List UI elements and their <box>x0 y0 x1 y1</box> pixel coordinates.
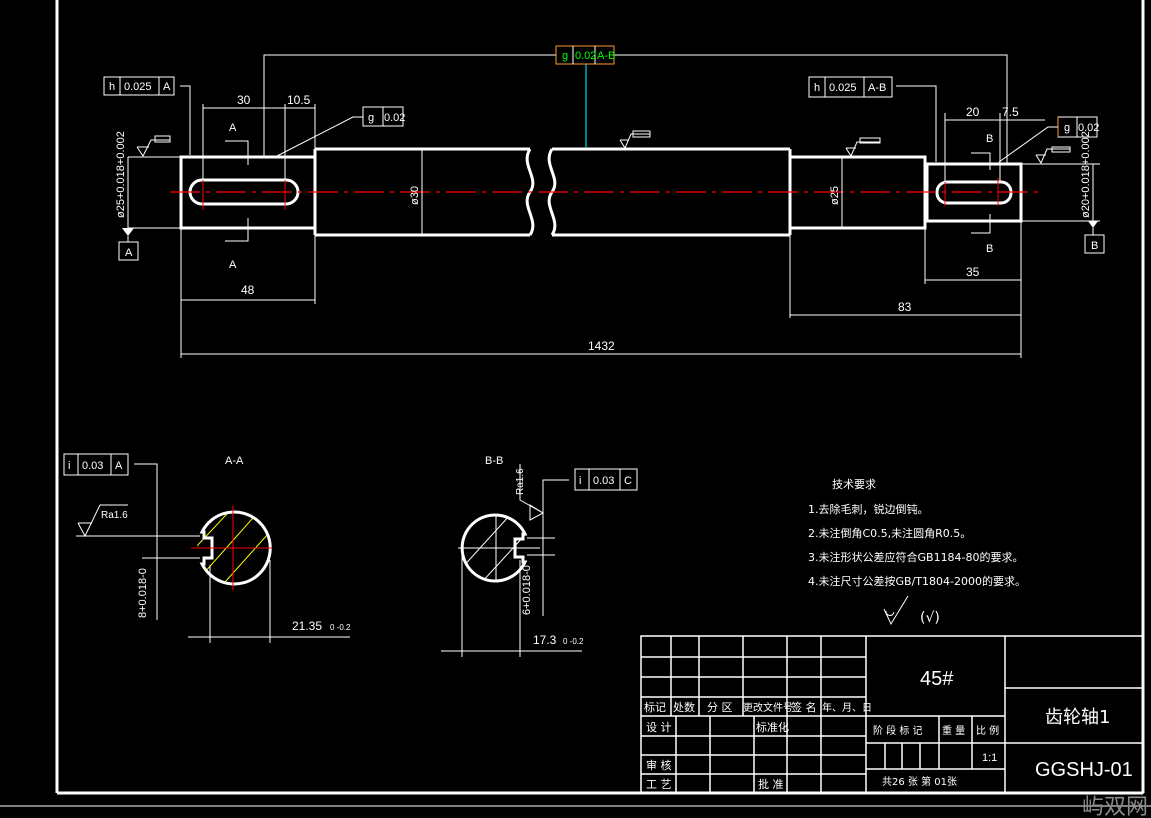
tb-header-sign: 签 名 <box>791 700 817 714</box>
tb-standard: 标准化 <box>756 720 789 734</box>
section-a-keyway-width: 8+0.018-0 <box>137 568 149 618</box>
dim-dia-left: ø25+0.018+0.002 <box>115 131 127 218</box>
watermark-logo: 屿双网 <box>1082 795 1148 818</box>
section-b-depth: 17.3 <box>533 633 557 647</box>
section-a-depth-tol: 0 -0.2 <box>330 623 351 632</box>
fcf-top-symbol: g <box>562 50 568 62</box>
section-a-depth: 21.35 <box>292 619 322 633</box>
fcf-left-value: 0.025 <box>124 81 152 93</box>
tb-header-zone: 分 区 <box>707 701 733 714</box>
roughness-note: (√) <box>920 610 940 626</box>
fcf-section-a-symbol: i <box>68 460 70 472</box>
fcf-right-datum: A-B <box>868 82 886 94</box>
section-b-keyway-width: 6+0.018-0 <box>521 565 533 615</box>
tb-review: 审 核 <box>646 758 672 772</box>
tb-header-count: 处数 <box>673 701 695 714</box>
fcf-right-value: 0.025 <box>829 82 857 94</box>
roughness-symbol <box>883 595 909 626</box>
fcf-right-key-symbol: g <box>1064 122 1070 134</box>
dim-35: 35 <box>966 265 980 279</box>
section-b-b: B-B i 0.03 C Ra1.6 6+0.018-0 17.3 0 -0.2 <box>441 455 638 657</box>
fcf-section-a-value: 0.03 <box>82 460 103 472</box>
fcf-left-key-value: 0.02 <box>384 112 405 124</box>
dim-1432: 1432 <box>588 339 615 353</box>
section-b-profile <box>460 513 528 583</box>
dim-dia25: ø25 <box>829 186 841 205</box>
section-b-depth-tol: 0 -0.2 <box>563 637 584 646</box>
tb-process: 工 艺 <box>646 778 672 791</box>
tb-header-mark: 标记 <box>644 700 666 714</box>
dim-20: 20 <box>966 105 980 119</box>
section-b-roughness: Ra1.6 <box>515 468 526 495</box>
section-b-title: B-B <box>485 455 503 467</box>
dim-dia-right: ø20+0.018+0.002 <box>1080 131 1092 218</box>
dim-30: 30 <box>237 93 251 107</box>
fcf-top-datum: A-B <box>597 50 615 62</box>
tb-stage: 阶 段 标 记 <box>873 724 923 737</box>
section-a-title: A-A <box>225 455 244 467</box>
fcf-left-datum: A <box>163 81 171 93</box>
section-mark-b-top: B <box>986 133 993 145</box>
dimensions: 30 10.5 20 7.5 48 83 35 1432 ø25+0.018+0… <box>115 93 1092 358</box>
segment-d25 <box>788 155 927 230</box>
title-block <box>640 635 1144 794</box>
section-a-profile <box>199 510 272 586</box>
fcf-top-value: 0.02 <box>575 50 596 62</box>
fcf-left-symbol: h <box>109 81 115 93</box>
fcf-right-symbol: h <box>814 82 820 94</box>
tech-title: 技术要求 <box>832 478 876 491</box>
tb-sheets: 共26 张 第 01张 <box>882 775 957 788</box>
section-mark-b-bottom: B <box>986 243 993 255</box>
title-block-text: 标记 处数 分 区 更改文件号 签 名 年、月、日 设 计 标准化 审 核 工 … <box>644 668 1133 791</box>
fcf-left-key-symbol: g <box>368 112 374 124</box>
fcf-section-a-datum: A <box>115 460 123 472</box>
fcf-right-key-value: 0.02 <box>1078 122 1099 134</box>
tech-item-1: 1.去除毛刺，锐边倒钝。 <box>808 502 929 516</box>
dim-10-5: 10.5 <box>287 93 311 107</box>
dim-48: 48 <box>241 283 255 297</box>
technical-requirements: 技术要求 1.去除毛刺，锐边倒钝。 2.未注倒角C0.5,未注圆角R0.5。 3… <box>808 478 1026 626</box>
fcf-section-b-datum: C <box>624 475 632 487</box>
tech-item-4: 4.未注尺寸公差按GB/T1804-2000的要求。 <box>808 574 1026 588</box>
tech-item-3: 3.未注形状公差应符合GB1184-80的要求。 <box>808 550 1024 564</box>
tb-header-change-doc: 更改文件号 <box>743 701 793 714</box>
tb-scale: 比 例 <box>976 724 999 737</box>
dim-7-5: 7.5 <box>1002 105 1019 119</box>
fcf-section-b-value: 0.03 <box>593 475 614 487</box>
left-key-segment <box>179 155 317 230</box>
tb-design: 设 计 <box>646 721 672 734</box>
tech-item-2: 2.未注倒角C0.5,未注圆角R0.5。 <box>808 526 971 540</box>
section-a-a: A-A i 0.03 A Ra1.6 8+0.018-0 21.35 0 -0.… <box>63 453 351 643</box>
tb-scale-value: 1:1 <box>982 752 997 764</box>
datum-a: A <box>125 247 133 259</box>
dim-dia30: ø30 <box>409 186 421 205</box>
tb-part-name: 齿轮轴1 <box>1045 707 1110 728</box>
section-mark-a-bottom: A <box>229 259 237 271</box>
shaft-main-view: A A B B <box>127 122 1100 271</box>
datum-b: B <box>1091 240 1098 252</box>
fcf-section-b-symbol: i <box>579 475 581 487</box>
tb-header-date: 年、月、日 <box>822 701 872 714</box>
tb-drawing-number: GGSHJ-01 <box>1035 759 1133 781</box>
tb-material: 45# <box>920 668 954 690</box>
tb-weight: 重 量 <box>942 724 965 737</box>
section-a-roughness: Ra1.6 <box>101 510 128 521</box>
section-mark-a-top: A <box>229 122 237 134</box>
tolerance-frames: g 0.02 A-B h 0.025 A g 0.02 h 0.025 A-B … <box>103 45 1105 261</box>
dim-83: 83 <box>898 300 912 314</box>
tb-approve: 批 准 <box>758 777 784 791</box>
